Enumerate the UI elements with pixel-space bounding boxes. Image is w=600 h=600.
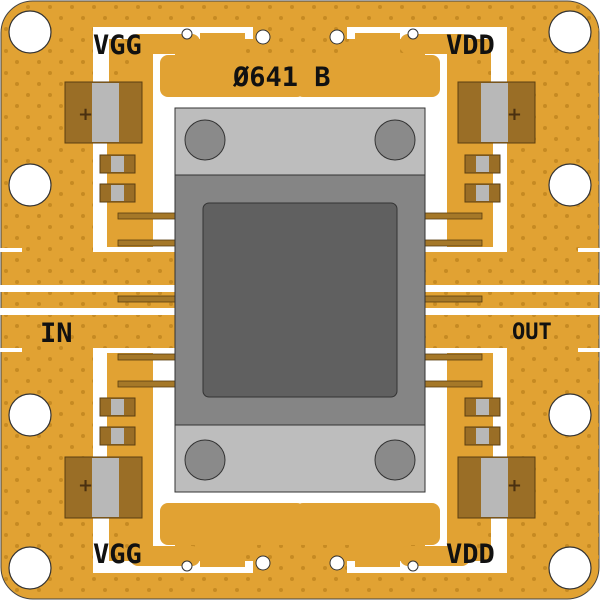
rf-output-lead [424, 295, 483, 303]
mmic-package [174, 107, 426, 493]
vdd-bottom-label: VDD [446, 539, 495, 570]
input-label: IN [40, 318, 73, 349]
vgg-top-label: VGG [93, 30, 142, 61]
part-marking: Ø641 B [233, 62, 331, 93]
die [202, 202, 398, 398]
vgg-bottom-label: VGG [93, 539, 142, 570]
output-label: OUT [512, 320, 552, 345]
rf-input-lead [117, 295, 176, 303]
vdd-top-label: VDD [446, 30, 495, 61]
